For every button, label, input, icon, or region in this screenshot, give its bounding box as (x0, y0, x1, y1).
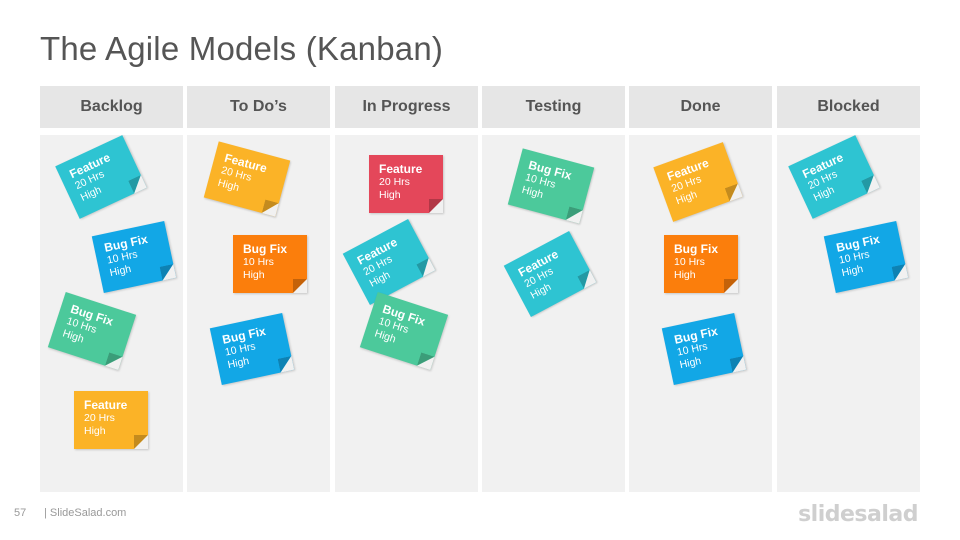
column-body: Bug Fix 10 Hrs High Feature 20 Hrs High (482, 135, 625, 492)
column-blocked: Blocked Feature 20 Hrs High Bug Fix 10 H… (777, 86, 920, 492)
kanban-board: Backlog Feature 20 Hrs High Bug Fix 10 H… (40, 86, 920, 492)
note-priority: High (243, 269, 265, 281)
note-title: Bug Fix (243, 242, 287, 256)
column-todos: To Do’s Feature 20 Hrs High Bug Fix 10 H… (187, 86, 330, 492)
note-title: Bug Fix (674, 242, 718, 256)
note-title: Feature (84, 398, 128, 412)
fold-corner (293, 279, 307, 293)
fold-corner (724, 279, 738, 293)
sticky-note[interactable]: Bug Fix 10 Hrs High (507, 148, 595, 224)
note-priority: High (84, 425, 106, 437)
column-body: Feature 20 Hrs High Bug Fix 10 Hrs High … (187, 135, 330, 492)
sticky-note[interactable]: Bug Fix 10 Hrs High (661, 312, 747, 386)
note-hours: 10 Hrs (674, 256, 705, 268)
column-header: Blocked (777, 86, 920, 128)
sticky-note[interactable]: Feature 20 Hrs High (342, 219, 436, 305)
column-header: Testing (482, 86, 625, 128)
fold-corner (160, 264, 177, 281)
sticky-note[interactable]: Bug Fix 10 Hrs High (823, 220, 909, 294)
note-hours: 20 Hrs (379, 176, 410, 188)
fold-corner (566, 206, 583, 223)
column-header: In Progress (335, 86, 478, 128)
sticky-note[interactable]: Feature 20 Hrs High (653, 142, 743, 222)
sticky-note[interactable]: Feature 20 Hrs High (203, 141, 291, 217)
fold-corner (278, 356, 295, 373)
sticky-note[interactable]: Feature 20 Hrs High (55, 135, 147, 219)
sticky-note[interactable]: Bug Fix 10 Hrs High (664, 235, 738, 293)
column-body: Feature 20 Hrs High Bug Fix 10 Hrs High (777, 135, 920, 492)
fold-corner (429, 199, 443, 213)
note-title: Feature (379, 162, 423, 176)
footer-site-link: | SlideSalad.com (44, 507, 127, 519)
note-hours: 10 Hrs (243, 256, 274, 268)
slidesalad-logo: slidesalad (798, 502, 918, 527)
fold-corner (262, 199, 279, 216)
sticky-note[interactable]: Feature 20 Hrs High (788, 135, 880, 219)
sticky-note[interactable]: Feature 20 Hrs High (503, 231, 597, 317)
column-body: Feature 20 Hrs High Feature 20 Hrs High … (335, 135, 478, 492)
note-priority: High (379, 189, 401, 201)
sticky-note[interactable]: Feature 20 Hrs High (369, 155, 443, 213)
column-body: Feature 20 Hrs High Bug Fix 10 Hrs High … (40, 135, 183, 492)
column-header: Backlog (40, 86, 183, 128)
column-in-progress: In Progress Feature 20 Hrs High Feature … (335, 86, 478, 492)
note-hours: 20 Hrs (84, 412, 115, 424)
sticky-note[interactable]: Bug Fix 10 Hrs High (209, 312, 295, 386)
column-header: To Do’s (187, 86, 330, 128)
column-testing: Testing Bug Fix 10 Hrs High Feature 20 H… (482, 86, 625, 492)
sticky-note[interactable]: Feature 20 Hrs High (74, 391, 148, 449)
sticky-note[interactable]: Bug Fix 10 Hrs High (359, 291, 449, 371)
fold-corner (730, 356, 747, 373)
page-number: 57 (14, 507, 27, 519)
column-done: Done Feature 20 Hrs High Bug Fix 10 Hrs … (629, 86, 772, 492)
fold-corner (417, 352, 435, 370)
fold-corner (892, 264, 909, 281)
slide-title: The Agile Models (Kanban) (40, 30, 444, 67)
sticky-note[interactable]: Bug Fix 10 Hrs High (47, 291, 137, 371)
fold-corner (134, 435, 148, 449)
fold-corner (725, 183, 743, 201)
fold-corner (105, 352, 123, 370)
sticky-note[interactable]: Bug Fix 10 Hrs High (91, 220, 177, 294)
column-header: Done (629, 86, 772, 128)
column-body: Feature 20 Hrs High Bug Fix 10 Hrs High … (629, 135, 772, 492)
note-priority: High (674, 269, 696, 281)
sticky-note[interactable]: Bug Fix 10 Hrs High (233, 235, 307, 293)
column-backlog: Backlog Feature 20 Hrs High Bug Fix 10 H… (40, 86, 183, 492)
